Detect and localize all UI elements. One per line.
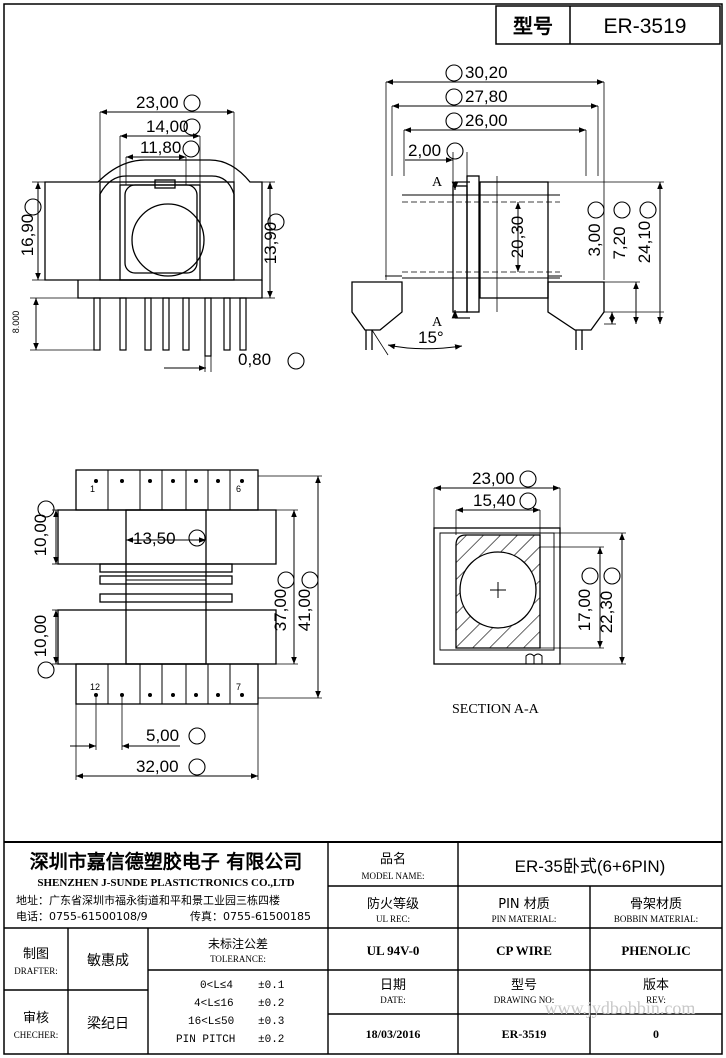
model-name-value: ER-35卧式(6+6PIN) xyxy=(515,857,666,876)
dim-O: 10,00 xyxy=(31,615,50,658)
model-value: ER-3519 xyxy=(604,15,687,38)
dim-W: 17,00 xyxy=(575,589,594,632)
dim-H: 27,80 xyxy=(465,87,508,106)
section-mark-top: A xyxy=(432,175,443,190)
watermark: www.jydbobbin.com xyxy=(545,998,696,1018)
tolerance-value-4: ±0.2 xyxy=(258,1034,284,1046)
company-name-cn: 深圳市嘉信德塑胶电子 有限公司 xyxy=(30,850,303,873)
dim-V: 15,40 xyxy=(473,491,516,510)
company-name-en: SHENZHEN J-SUNDE PLASTICTRONICS CO.,LTD xyxy=(37,877,294,889)
pin-label-6: 6 xyxy=(236,484,241,494)
dim-side: 8.000 xyxy=(11,311,21,334)
drafter-label-en: DRAFTER: xyxy=(14,966,58,976)
pin-material-value: CP WIRE xyxy=(496,943,552,958)
dim-core: 20,30 xyxy=(508,216,527,259)
model-name-label-cn: 品名 xyxy=(380,851,406,867)
drafter-name: 敏惠成 xyxy=(87,953,129,969)
dim-X: 22,30 xyxy=(597,591,616,634)
side-view xyxy=(351,79,664,356)
ul-label-cn: 防火等级 xyxy=(367,896,419,912)
bobbin-material-label-cn: 骨架材质 xyxy=(630,897,682,912)
dim-D: 16,90 xyxy=(18,214,37,257)
dim-A: 23,00 xyxy=(136,93,179,112)
tolerance-range-3: 16<L≤50 xyxy=(188,1016,234,1028)
dim-B: 14,00 xyxy=(146,117,189,136)
rev-label-en: REV: xyxy=(646,995,666,1005)
dim-S: 5,00 xyxy=(146,726,179,745)
drawing-no-value: ER-3519 xyxy=(502,1027,547,1041)
bobbin-material-label-en: BOBBIN MATERIAL: xyxy=(614,914,698,924)
bottom-view xyxy=(52,469,322,780)
front-view xyxy=(30,109,275,372)
rev-value: 0 xyxy=(653,1027,659,1041)
date-value: 18/03/2016 xyxy=(366,1027,421,1041)
dim-K: 3,00 xyxy=(585,223,604,256)
company-phone: 电话：0755-61500108/9 xyxy=(16,910,148,923)
dim-L: 7,20 xyxy=(610,226,629,259)
section-view xyxy=(433,485,626,665)
section-mark-bottom: A xyxy=(432,315,443,330)
drawing-no-label-en: DRAWING NO: xyxy=(494,995,555,1005)
pin-label-7: 7 xyxy=(236,682,241,692)
dim-I: 26,00 xyxy=(465,111,508,130)
tolerance-label-en: TOLERANCE: xyxy=(210,954,266,964)
dim-U: 23,00 xyxy=(472,469,515,488)
pin-material-label-en: PIN MATERIAL: xyxy=(492,914,557,924)
pin-label-12: 12 xyxy=(90,682,100,692)
tolerance-value-3: ±0.3 xyxy=(258,1016,284,1028)
dim-N: 10,00 xyxy=(31,514,50,557)
dim-E: 13,90 xyxy=(261,222,280,265)
model-name-label-en: MODEL NAME: xyxy=(362,871,425,881)
company-fax: 传真：0755-61500185 xyxy=(190,909,311,923)
rev-label-cn: 版本 xyxy=(643,978,669,993)
dim-F: 0,80 xyxy=(238,350,271,369)
dim-angle: 15° xyxy=(418,328,444,347)
dim-R: 41,00 xyxy=(295,589,314,632)
model-header: 型号 ER-3519 xyxy=(495,5,721,45)
front-view-balloons xyxy=(24,94,305,370)
bobbin-material-value: PHENOLIC xyxy=(621,943,690,958)
tolerance-range-1: 0<L≤4 xyxy=(200,980,233,992)
section-view-dims: 23,00 15,40 17,00 22,30 SECTION A-A xyxy=(452,469,616,717)
drafter-label-cn: 制图 xyxy=(23,947,49,962)
dim-G: 30,20 xyxy=(465,63,508,82)
dim-J: 2,00 xyxy=(408,141,441,160)
tolerance-range-4: PIN PITCH xyxy=(176,1034,235,1046)
dim-M: 24,10 xyxy=(635,221,654,264)
tolerance-value-1: ±0.1 xyxy=(258,980,285,992)
section-caption: SECTION A-A xyxy=(452,702,540,717)
title-block: 深圳市嘉信德塑胶电子 有限公司 SHENZHEN J-SUNDE PLASTIC… xyxy=(14,850,698,1046)
tolerance-range-2: 4<L≤16 xyxy=(194,998,234,1010)
ul-value: UL 94V-0 xyxy=(367,943,420,958)
tolerance-value-2: ±0.2 xyxy=(258,998,284,1010)
checker-label-en: CHECHER: xyxy=(14,1030,59,1040)
checker-name: 梁纪日 xyxy=(87,1016,129,1032)
dim-C: 11,80 xyxy=(140,138,181,157)
tolerance-label-cn: 未标注公差 xyxy=(208,936,268,951)
ul-label-en: UL REC: xyxy=(376,914,410,924)
section-view-balloons xyxy=(519,470,621,585)
bottom-view-dims: 10,00 10,00 13,50 37,00 41,00 5,00 32,00… xyxy=(31,484,314,776)
date-label-en: DATE: xyxy=(380,995,406,1005)
side-view-balloons xyxy=(445,64,657,219)
side-view-dims: 30,20 27,80 26,00 2,00 3,00 7,20 24,10 2… xyxy=(408,63,654,347)
drawing-no-label-cn: 型号 xyxy=(511,978,537,993)
title-block-grid xyxy=(4,842,722,1054)
model-label: 型号 xyxy=(513,14,553,38)
front-view-dims: 23,00 14,00 11,80 16,90 13,90 8.000 0,80 xyxy=(11,93,280,369)
checker-label-cn: 审核 xyxy=(23,1011,49,1026)
pin-label-1: 1 xyxy=(90,484,95,494)
dim-Q: 37,00 xyxy=(271,589,290,632)
dim-T: 32,00 xyxy=(136,757,179,776)
bottom-view-balloons xyxy=(37,500,319,776)
pin-material-label-cn: PIN 材质 xyxy=(498,897,550,912)
company-address: 地址：广东省深圳市福永街道和平和景工业园三栋四楼 xyxy=(16,893,280,907)
date-label-cn: 日期 xyxy=(380,978,406,993)
dim-P: 13,50 xyxy=(133,529,176,548)
